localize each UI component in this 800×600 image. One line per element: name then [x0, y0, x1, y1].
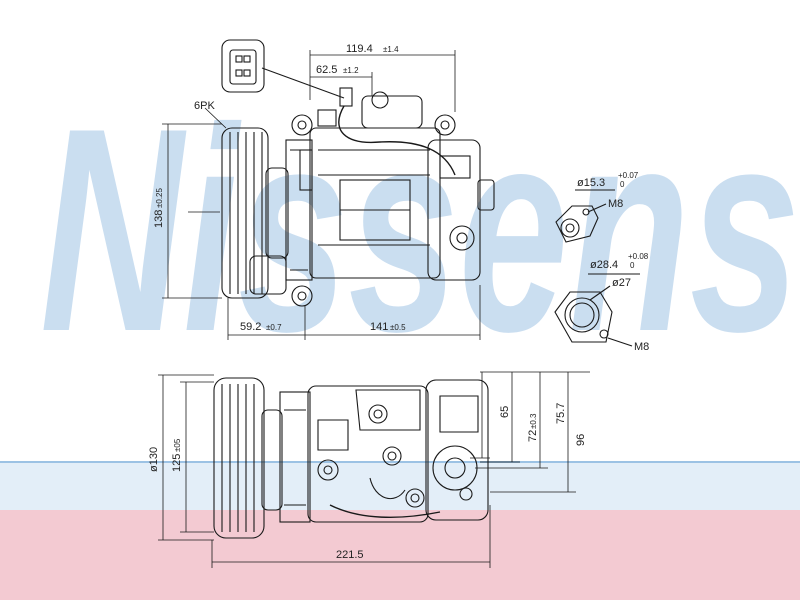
dim-top-width-tol: ±1.4 — [383, 45, 399, 54]
dim-body-length: 141 — [370, 321, 388, 333]
dim-pulley-groove-dia: 125 — [171, 454, 183, 472]
dim-port2-dia: ø28.4 — [590, 259, 618, 271]
side-view — [213, 377, 489, 539]
dim-port2-inner: ø27 — [612, 277, 631, 289]
dim-mount-757: 75.7 — [555, 403, 567, 424]
dim-body-length-tol: ±0.5 — [390, 323, 406, 332]
side-pulley — [213, 377, 265, 539]
dim-mount-96: 96 — [575, 434, 587, 446]
connector-plug — [221, 39, 345, 99]
dim-total-length: 221.5 — [336, 549, 364, 561]
dim-top-width: 119.4 — [346, 43, 373, 55]
dim-port1-dia: ø15.3 — [577, 177, 605, 189]
dim-port1-tol-plus: +0.07 — [618, 171, 639, 180]
dim-belt-type: 6PK — [194, 100, 215, 112]
top-dimension-lines — [162, 50, 481, 340]
watermark-logo: Nissens — [40, 68, 800, 392]
dim-pulley-offset-tol: ±0.7 — [266, 323, 282, 332]
port-detail-large — [554, 273, 640, 347]
top-pulley — [221, 127, 269, 299]
background-band-pink — [0, 510, 800, 600]
dim-port2-tol-plus: +0.08 — [628, 252, 649, 261]
dim-port2-tol-minus: 0 — [630, 261, 635, 270]
dim-port1-tol-minus: 0 — [620, 180, 625, 189]
background-band-blue — [0, 462, 800, 510]
dim-height: 138 — [153, 210, 165, 228]
dim-pulley-offset: 59.2 — [240, 321, 261, 333]
side-dimension-lines — [158, 371, 590, 568]
dim-height-tol: ±0.25 — [155, 187, 164, 208]
dim-mount-72: 72 — [527, 430, 539, 442]
port-detail-small — [555, 189, 615, 243]
top-view — [221, 87, 495, 307]
dim-pulley-dia: ø130 — [148, 447, 160, 472]
dim-connector-offset: 62.5 — [316, 64, 337, 76]
dim-mount-72-tol: ±0.3 — [529, 413, 538, 429]
dim-pulley-groove-tol: ±05 — [173, 438, 182, 452]
dim-mount-65: 65 — [499, 406, 511, 418]
dim-port1-thread: M8 — [608, 198, 623, 210]
dim-port2-thread: M8 — [634, 341, 649, 353]
dim-connector-offset-tol: ±1.2 — [343, 66, 359, 75]
side-body — [307, 385, 429, 523]
